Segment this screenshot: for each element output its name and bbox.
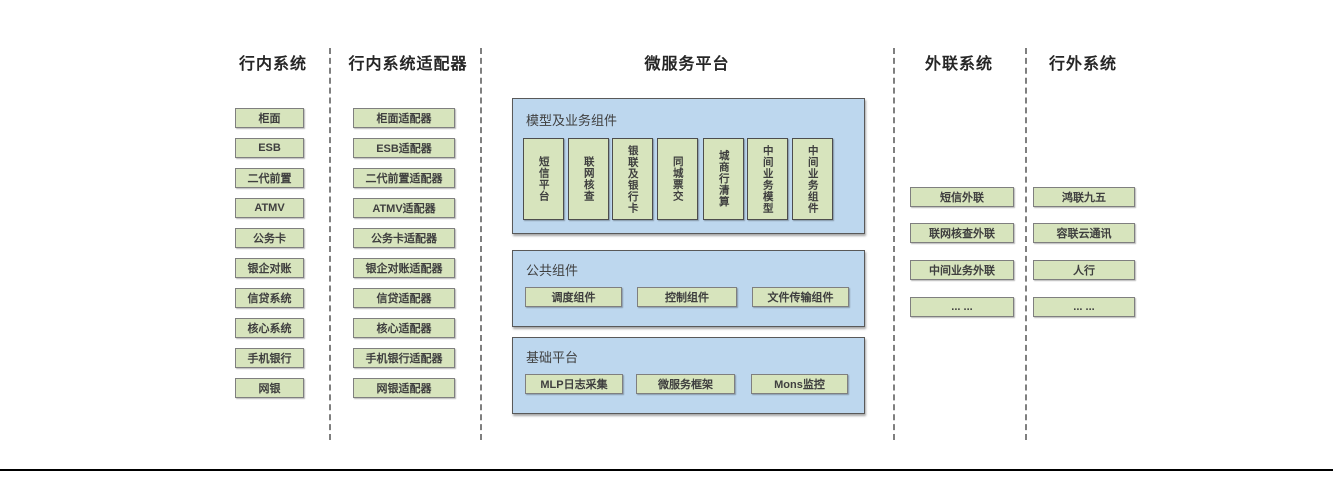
column-title-internal-systems: 行内系统 <box>238 56 307 73</box>
column-title-internal-adapters: 行内系统适配器 <box>348 56 468 73</box>
node: 柜面适配器 <box>353 108 455 128</box>
node: 银联及银行卡 <box>612 138 653 220</box>
node: 控制组件 <box>637 287 737 307</box>
node: 网银适配器 <box>353 378 455 398</box>
node: 文件传输组件 <box>752 287 849 307</box>
node: 手机银行 <box>235 348 304 368</box>
node: 调度组件 <box>525 287 622 307</box>
panel-title: 基础平台 <box>526 350 579 365</box>
node: 短信外联 <box>910 187 1014 207</box>
node: 城商行清算 <box>703 138 744 220</box>
node: 短信平台 <box>523 138 564 220</box>
column-title-microservice-platform: 微服务平台 <box>644 56 730 73</box>
node: 网银 <box>235 378 304 398</box>
node: 微服务框架 <box>636 374 735 394</box>
node: ATMV <box>235 198 304 218</box>
node: MLP日志采集 <box>525 374 623 394</box>
divider-dashed-3 <box>893 48 895 440</box>
panel-title: 模型及业务组件 <box>526 113 618 128</box>
divider-dashed-1 <box>329 48 331 440</box>
node: 鸿联九五 <box>1033 187 1135 207</box>
node: Mons监控 <box>751 374 848 394</box>
node: 联网核查 <box>568 138 609 220</box>
column-title-external-systems: 行外系统 <box>1048 56 1117 73</box>
node: 二代前置适配器 <box>353 168 455 188</box>
node: 核心适配器 <box>353 318 455 338</box>
node: 公务卡适配器 <box>353 228 455 248</box>
node: 中间业务外联 <box>910 260 1014 280</box>
node: ATMV适配器 <box>353 198 455 218</box>
node: 同城票交 <box>657 138 698 220</box>
node: ESB <box>235 138 304 158</box>
panel-title: 公共组件 <box>526 263 579 278</box>
node: 银企对账适配器 <box>353 258 455 278</box>
bottom-divider-line <box>0 469 1333 471</box>
node: 信贷系统 <box>235 288 304 308</box>
node: 公务卡 <box>235 228 304 248</box>
divider-dashed-2 <box>480 48 482 440</box>
divider-dashed-4 <box>1025 48 1027 440</box>
node: 中间业务组件 <box>792 138 833 220</box>
node: 二代前置 <box>235 168 304 188</box>
node: ... ... <box>910 297 1014 317</box>
node: 核心系统 <box>235 318 304 338</box>
node: 信贷适配器 <box>353 288 455 308</box>
column-title-outreach-systems: 外联系统 <box>924 56 993 73</box>
node: ESB适配器 <box>353 138 455 158</box>
node: 容联云通讯 <box>1033 223 1135 243</box>
node: 手机银行适配器 <box>353 348 455 368</box>
node: 联网核查外联 <box>910 223 1014 243</box>
node: 银企对账 <box>235 258 304 278</box>
node: 人行 <box>1033 260 1135 280</box>
node: 柜面 <box>235 108 304 128</box>
node: ... ... <box>1033 297 1135 317</box>
node: 中间业务模型 <box>747 138 788 220</box>
